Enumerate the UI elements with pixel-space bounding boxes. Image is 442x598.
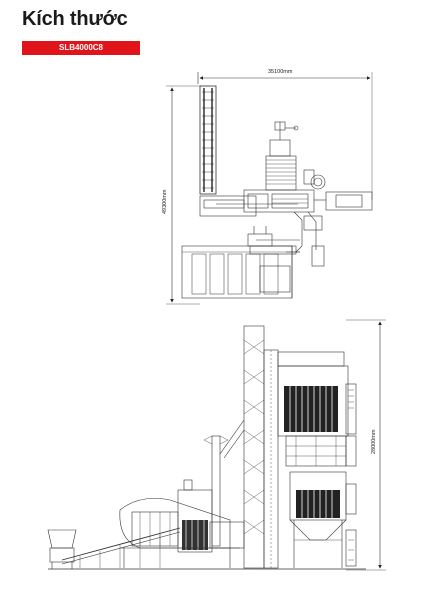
- plan-view: [166, 72, 373, 305]
- model-badge: SLB4000C8: [22, 41, 140, 55]
- page-title: Kích thước: [22, 8, 128, 30]
- elevation-view: [47, 319, 386, 571]
- depth-dimension-label: 49300mm: [162, 189, 168, 214]
- height-dimension-label: 28000mm: [371, 429, 377, 454]
- width-dimension-label: 35100mm: [268, 69, 293, 75]
